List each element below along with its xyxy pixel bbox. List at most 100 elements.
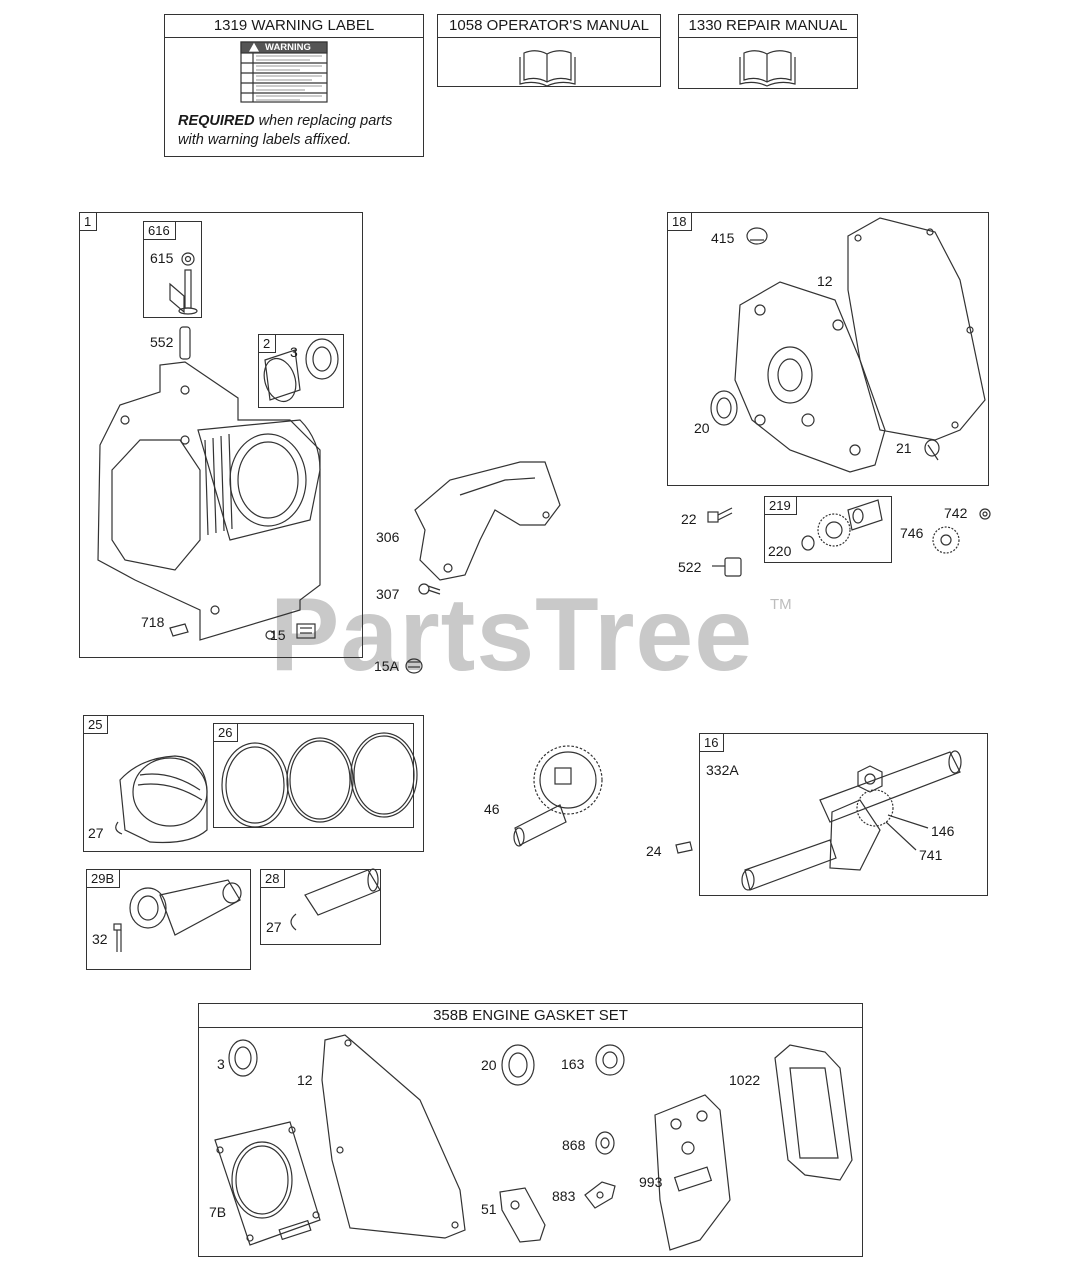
gasket-set-title: 358B ENGINE GASKET SET bbox=[199, 1004, 862, 1028]
screw-307-art bbox=[418, 583, 441, 595]
callout-27-pin[interactable]: 27 bbox=[266, 919, 282, 935]
connecting-rod-art bbox=[129, 879, 242, 936]
group-box-616[interactable]: 616 bbox=[143, 221, 202, 318]
required-rest: when replacing parts with warning labels… bbox=[178, 113, 393, 148]
gasket-callout-868[interactable]: 868 bbox=[562, 1137, 586, 1153]
group-box-25[interactable]: 25 bbox=[83, 715, 424, 852]
warning-label-required-note: REQUIRED when replacing parts with warni… bbox=[178, 112, 418, 150]
callout-522[interactable]: 522 bbox=[678, 559, 702, 575]
gasket-callout-20[interactable]: 20 bbox=[481, 1057, 497, 1073]
gasket-set-box[interactable]: 358B ENGINE GASKET SET bbox=[198, 1003, 863, 1257]
camshaft-gear-art bbox=[513, 745, 603, 847]
valve-and-nut-art bbox=[169, 252, 198, 315]
gasket-seal-3-art bbox=[228, 1039, 258, 1077]
callout-718[interactable]: 718 bbox=[141, 614, 165, 630]
trademark-mark: TM bbox=[770, 596, 792, 613]
valve-guide-art bbox=[179, 326, 191, 360]
gasket-callout-7b[interactable]: 7B bbox=[209, 1204, 227, 1220]
gasket-callout-51[interactable]: 51 bbox=[481, 1201, 497, 1217]
callout-46[interactable]: 46 bbox=[484, 801, 500, 817]
warning-label-icon bbox=[240, 41, 328, 103]
callout-32[interactable]: 32 bbox=[92, 931, 108, 947]
bushing-and-seal-art bbox=[263, 338, 339, 403]
dowel-pin-art bbox=[169, 623, 189, 637]
group-tag-1: 1 bbox=[80, 213, 98, 231]
callout-15a[interactable]: 15A bbox=[374, 658, 399, 674]
rod-bolt-32-art bbox=[113, 923, 122, 952]
gasket-callout-163[interactable]: 163 bbox=[561, 1056, 585, 1072]
dipstick-plug-art bbox=[924, 439, 940, 461]
air-guide-art bbox=[414, 461, 561, 581]
key-24-art bbox=[675, 841, 693, 854]
drain-plug-15a-art bbox=[405, 658, 423, 674]
group-tag-18: 18 bbox=[668, 213, 693, 231]
callout-27-piston[interactable]: 27 bbox=[88, 825, 104, 841]
crankshaft-art bbox=[741, 750, 962, 891]
gasket-163-art bbox=[595, 1044, 625, 1076]
callout-220[interactable]: 220 bbox=[768, 543, 792, 559]
warning-label-box[interactable]: 1319 WARNING LABEL bbox=[164, 14, 424, 157]
callout-742[interactable]: 742 bbox=[944, 505, 968, 521]
cover-gasket-12-art bbox=[321, 1034, 466, 1239]
gasket-callout-1022[interactable]: 1022 bbox=[729, 1072, 761, 1088]
callout-3[interactable]: 3 bbox=[290, 344, 298, 360]
group-box-16[interactable]: 16 bbox=[699, 733, 988, 896]
callout-146[interactable]: 146 bbox=[931, 823, 955, 839]
leader-146 bbox=[887, 814, 929, 829]
gear-746-art bbox=[932, 526, 960, 554]
repair-manual-box[interactable]: 1330 REPAIR MANUAL bbox=[678, 14, 858, 89]
bolt-22-art bbox=[707, 507, 733, 523]
leader-741 bbox=[885, 821, 917, 851]
repair-manual-title: 1330 REPAIR MANUAL bbox=[679, 15, 857, 38]
operator-manual-box[interactable]: 1058 OPERATOR'S MANUAL bbox=[437, 14, 661, 87]
group-box-2[interactable]: 2 bbox=[258, 334, 344, 408]
callout-741[interactable]: 741 bbox=[919, 847, 943, 863]
gasket-callout-883[interactable]: 883 bbox=[552, 1188, 576, 1204]
group-tag-29b: 29B bbox=[87, 870, 121, 888]
gasket-993-art bbox=[654, 1094, 731, 1251]
group-tag-26: 26 bbox=[214, 724, 239, 742]
callout-15[interactable]: 15 bbox=[270, 627, 286, 643]
callout-306[interactable]: 306 bbox=[376, 529, 400, 545]
group-box-28[interactable]: 28 bbox=[260, 869, 381, 945]
callout-307[interactable]: 307 bbox=[376, 586, 400, 602]
parts-tree-watermark: PartsTree bbox=[270, 577, 754, 693]
callout-746[interactable]: 746 bbox=[900, 525, 924, 541]
gasket-callout-12[interactable]: 12 bbox=[297, 1072, 313, 1088]
operator-manual-title: 1058 OPERATOR'S MANUAL bbox=[438, 15, 660, 38]
callout-415[interactable]: 415 bbox=[711, 230, 735, 246]
group-tag-616: 616 bbox=[144, 222, 176, 240]
cylinder-block-art bbox=[97, 361, 321, 641]
callout-615[interactable]: 615 bbox=[150, 250, 174, 266]
governor-gear-art bbox=[801, 499, 883, 551]
head-gasket-7b-art bbox=[214, 1121, 321, 1246]
group-tag-28: 28 bbox=[261, 870, 286, 888]
callout-12[interactable]: 12 bbox=[817, 273, 833, 289]
callout-20[interactable]: 20 bbox=[694, 420, 710, 436]
gasket-callout-3[interactable]: 3 bbox=[217, 1056, 225, 1072]
group-box-1[interactable]: 1 bbox=[79, 212, 363, 658]
piston-pin-clip-27-art bbox=[115, 821, 123, 835]
warning-label-heading: WARNING bbox=[265, 42, 311, 53]
breather-plug-art bbox=[746, 227, 768, 245]
group-box-219[interactable]: 219 bbox=[764, 496, 892, 563]
piston-rings-art bbox=[221, 732, 418, 828]
group-box-18[interactable]: 18 bbox=[667, 212, 989, 486]
warning-label-title: 1319 WARNING LABEL bbox=[165, 15, 423, 38]
callout-21[interactable]: 21 bbox=[896, 440, 912, 456]
retainer-742-art bbox=[979, 508, 991, 520]
callout-22[interactable]: 22 bbox=[681, 511, 697, 527]
required-emphasis: REQUIRED bbox=[178, 113, 255, 129]
callout-552[interactable]: 552 bbox=[150, 334, 174, 350]
group-box-26[interactable]: 26 bbox=[213, 723, 414, 828]
callout-332a[interactable]: 332A bbox=[706, 762, 739, 778]
gasket-868-art bbox=[595, 1131, 615, 1155]
gasket-callout-993[interactable]: 993 bbox=[639, 1174, 663, 1190]
callout-24[interactable]: 24 bbox=[646, 843, 662, 859]
key-522-art bbox=[712, 557, 742, 577]
clip-27-art bbox=[290, 913, 297, 931]
crankcase-cover-art bbox=[734, 281, 886, 473]
group-tag-2: 2 bbox=[259, 335, 277, 353]
group-box-29b[interactable]: 29B bbox=[86, 869, 251, 970]
